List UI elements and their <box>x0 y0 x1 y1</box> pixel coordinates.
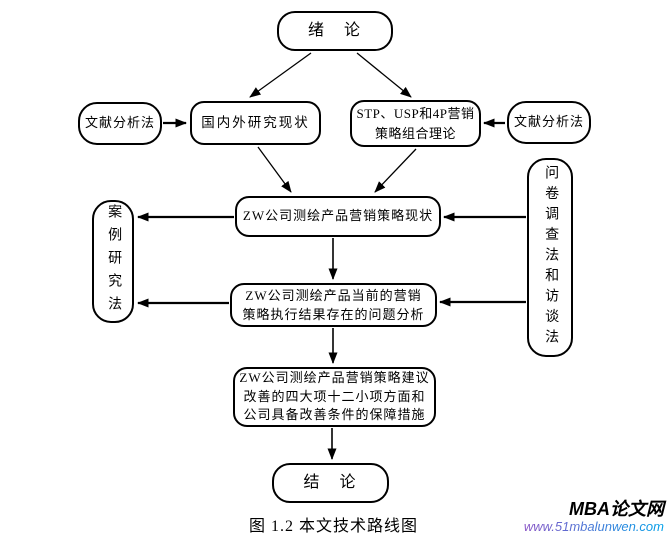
node-problem-analysis: ZW公司测绘产品当前的营销 策略执行结果存在的问题分析 <box>230 283 437 327</box>
node-improvement-suggestions: ZW公司测绘产品营销策略建议 改善的四大项十二小项方面和 公司具备改善条件的保障… <box>233 367 436 427</box>
watermark-site-url: www.51mbalunwen.com <box>404 519 664 534</box>
node-literature-analysis-right: 文献分析法 <box>507 101 591 144</box>
node-problem-analysis-line2: 策略执行结果存在的问题分析 <box>242 307 425 322</box>
arrow-intro-to-domestic <box>249 52 312 98</box>
node-literature-analysis-right-label: 文献分析法 <box>513 114 584 130</box>
watermark: MBA论文网 www.51mbalunwen.com <box>404 499 664 534</box>
node-literature-analysis-left: 文献分析法 <box>78 102 162 145</box>
node-stp-usp-4p-theory-line1: STP、USP和4P营销 <box>356 105 475 121</box>
node-introduction: 绪 论 <box>277 11 393 51</box>
node-domestic-research-status: 国内外研究现状 <box>190 101 321 145</box>
node-conclusion: 结 论 <box>272 463 389 503</box>
node-introduction-label: 绪 论 <box>307 22 362 40</box>
arrow-domestic-to-status <box>257 146 292 193</box>
node-improvement-suggestions-line1: ZW公司测绘产品营销策略建议 <box>239 370 430 386</box>
node-stp-usp-4p-theory-line2: 策略组合理论 <box>374 125 456 141</box>
node-stp-usp-4p-theory: STP、USP和4P营销 策略组合理论 <box>350 100 481 147</box>
node-case-study-method: 案例研究法 <box>92 200 134 323</box>
node-conclusion-label: 结 论 <box>303 474 358 492</box>
node-case-study-method-label: 案例研究法 <box>106 204 122 319</box>
arrow-intro-to-stp <box>356 52 412 98</box>
node-improvement-suggestions-line3: 公司具备改善条件的保障措施 <box>243 407 426 423</box>
node-marketing-status: ZW公司测绘产品营销策略现状 <box>235 196 441 237</box>
node-survey-interview-method-label: 问卷调查法和访谈法 <box>543 165 559 350</box>
node-improvement-suggestions-line2: 改善的四大项十二小项方面和 <box>243 388 426 404</box>
node-problem-analysis-line1: ZW公司测绘产品当前的营销 <box>245 288 422 303</box>
watermark-site-name: MBA论文网 <box>569 499 664 519</box>
node-domestic-research-status-label: 国内外研究现状 <box>201 115 310 131</box>
arrow-stp-to-status <box>374 148 417 193</box>
node-marketing-status-label: ZW公司测绘产品营销策略现状 <box>242 208 434 224</box>
node-survey-interview-method: 问卷调查法和访谈法 <box>527 158 573 357</box>
figure-caption: 图 1.2 本文技术路线图 <box>248 518 418 535</box>
node-literature-analysis-left-label: 文献分析法 <box>84 115 155 131</box>
